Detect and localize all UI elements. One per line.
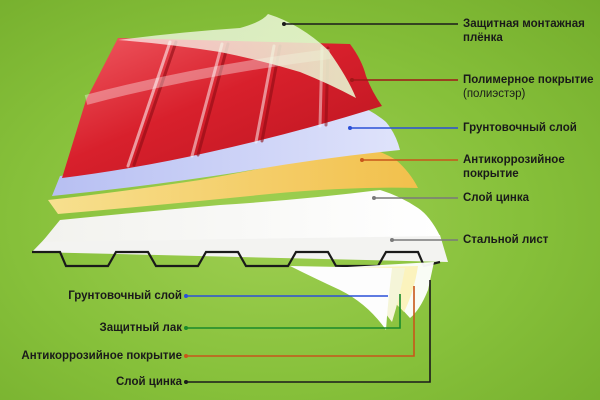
label-anticorrosion-right: Антикоррозийное покрытие <box>463 154 565 180</box>
label-protective-lacquer: Защитный лак <box>99 322 183 334</box>
leader-lines-left <box>186 280 431 383</box>
label-protective-film: Защитная монтажная плёнка <box>463 18 585 44</box>
label-steel-sheet: Стальной лист <box>463 234 549 246</box>
label-polymer-coating-note: (полиэстэр) <box>463 88 526 100</box>
zinc-layer <box>42 190 440 242</box>
protective-film-layer <box>118 14 356 98</box>
label-polymer-note-line: (полиэстэр) <box>463 87 525 101</box>
leader-dots-left <box>184 294 188 384</box>
label-anticorrosion-left: Антикоррозийное покрытие <box>21 350 182 362</box>
label-polymer-coating: Полимерное покрытие <box>463 73 594 87</box>
label-primer-left: Грунтовочный слой <box>68 290 182 302</box>
label-polymer-coating-main: Полимерное покрытие <box>463 74 594 86</box>
leader-dots-right <box>282 22 394 242</box>
bottom-primer-layer <box>290 266 392 330</box>
primer-layer <box>52 104 400 196</box>
label-zinc-right: Слой цинка <box>463 192 529 204</box>
label-zinc-left: Слой цинка <box>116 376 182 388</box>
anticorrosion-layer <box>48 146 418 214</box>
leader-lines-right <box>284 23 458 241</box>
steel-sheet-profile <box>32 250 441 268</box>
label-primer-right: Грунтовочный слой <box>463 122 577 134</box>
